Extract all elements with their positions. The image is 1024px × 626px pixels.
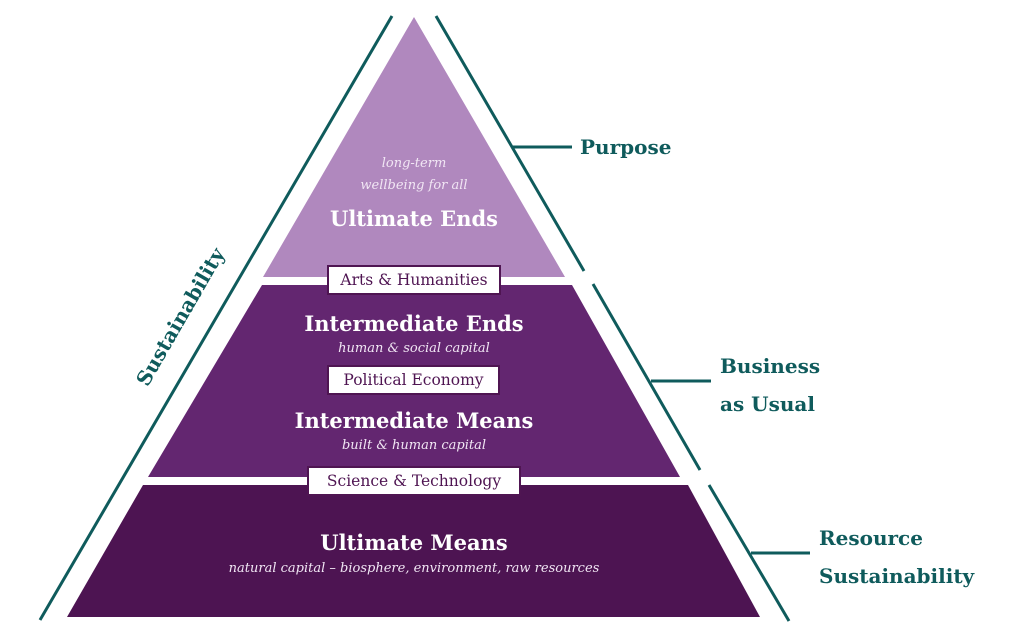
- ultimate-ends-title: Ultimate Ends: [330, 206, 498, 231]
- purpose-label: Purpose: [580, 135, 672, 159]
- ultimate-ends-subtitle-line1: long-term: [381, 156, 447, 171]
- intermediate-ends-title: Intermediate Ends: [304, 311, 524, 336]
- ultimate-means-title: Ultimate Means: [320, 530, 508, 555]
- ultimate-ends-subtitle-line2: wellbeing for all: [360, 178, 468, 193]
- resource-label-line2: Sustainability: [819, 564, 975, 588]
- arts-humanities-box: Arts & Humanities: [327, 265, 501, 295]
- business-label-line1: Business: [720, 354, 821, 378]
- resource-bracket-line: [707, 484, 791, 622]
- tier-top-shape: [263, 17, 565, 277]
- business-label-line2: as Usual: [720, 392, 815, 416]
- sustainability-line: [38, 15, 394, 621]
- intermediate-means-title: Intermediate Means: [294, 408, 534, 433]
- political-economy-box: Political Economy: [327, 365, 500, 395]
- intermediate-ends-subtitle: human & social capital: [338, 341, 490, 356]
- resource-label-line1: Resource: [819, 526, 923, 550]
- business-bracket-line: [591, 283, 702, 471]
- purpose-bracket-line: [434, 15, 586, 272]
- tier-bottom-shape: [67, 485, 760, 617]
- ultimate-means-subtitle: natural capital – biosphere, environment…: [228, 561, 600, 576]
- science-technology-box: Science & Technology: [307, 466, 521, 496]
- intermediate-means-subtitle: built & human capital: [341, 438, 487, 453]
